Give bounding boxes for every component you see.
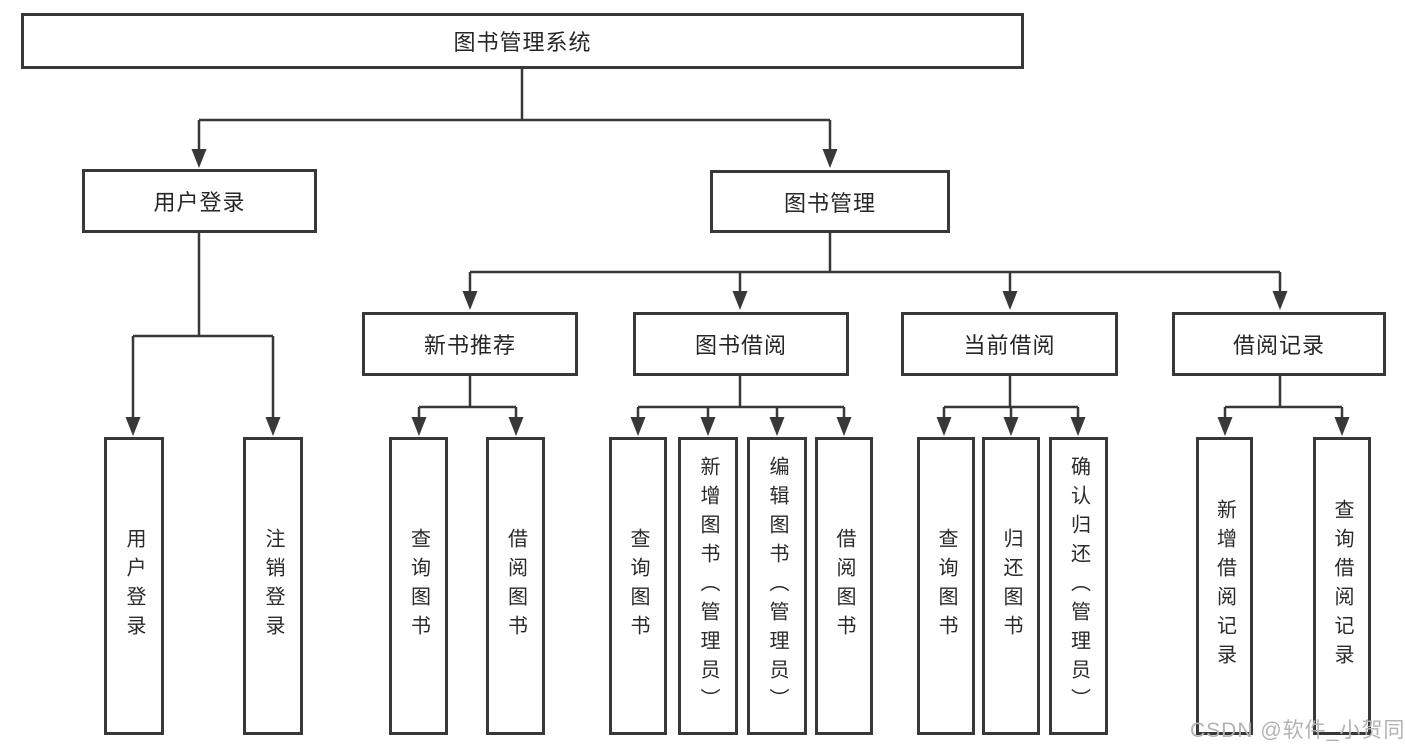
node-box-borrow-records: 借阅记录 [1172,312,1386,376]
node-label-borrow-records: 借阅记录 [1232,333,1325,358]
node-label-book-management: 图书管理 [783,190,876,216]
node-label-book-borrow: 图书借阅 [694,333,787,358]
node-box-current-borrow: 当前借阅 [901,312,1118,376]
leaf-box-query-books-current: 查询图书 [917,437,975,735]
leaf-box-query-borrow-record: 查询借阅记录 [1313,437,1371,735]
node-box-root: 图书管理系统 [21,13,1024,69]
node-box-book-borrow: 图书借阅 [633,312,849,376]
node-box-new-book-recommend: 新书推荐 [362,312,578,376]
leaf-label-add-borrow-record: 新增借阅记录 [1213,499,1236,673]
leaf-label-return-book: 归还图书 [1000,528,1022,644]
leaf-box-add-book-admin: 新增图书（管理员） [678,437,738,735]
leaf-box-return-book: 归还图书 [982,437,1040,735]
leaf-box-edit-book-admin: 编辑图书（管理员） [747,437,807,735]
node-label-current-borrow: 当前借阅 [963,333,1056,358]
leaf-label-user-login: 用户登录 [123,528,145,644]
node-label-new-book-recommend: 新书推荐 [423,333,516,358]
leaf-label-query-books-borrow: 查询图书 [627,528,649,644]
leaf-label-borrow-books-recommend: 借阅图书 [504,528,527,644]
leaf-box-user-login: 用户登录 [104,437,164,735]
leaf-label-confirm-return-admin: 确认归还（管理员） [1067,455,1090,717]
node-box-book-management: 图书管理 [710,170,950,233]
leaf-label-logout: 注销登录 [262,528,284,644]
leaf-box-confirm-return-admin: 确认归还（管理员） [1049,437,1108,735]
node-label-user-login: 用户登录 [153,190,246,215]
leaf-box-add-borrow-record: 新增借阅记录 [1196,437,1253,735]
leaf-box-borrow-books-recommend: 借阅图书 [486,437,545,735]
leaf-label-borrow-books-2: 借阅图书 [833,528,855,644]
leaf-label-query-books-recommend: 查询图书 [407,528,430,644]
leaf-label-edit-book-admin: 编辑图书（管理员） [766,455,788,717]
leaf-label-query-books-current: 查询图书 [935,528,957,644]
node-label-root: 图书管理系统 [453,30,592,55]
leaf-box-query-books-recommend: 查询图书 [389,437,448,735]
arrowhead-icons [125,149,1350,436]
csdn-watermark: CSDN @软件_小贺同学 [1190,719,1405,742]
leaf-box-logout: 注销登录 [243,437,303,735]
leaf-label-query-borrow-record: 查询借阅记录 [1331,499,1353,673]
leaf-box-query-books-borrow: 查询图书 [609,437,667,735]
leaf-box-borrow-books-2: 借阅图书 [815,437,873,735]
node-box-user-login: 用户登录 [82,169,317,233]
leaf-label-add-book-admin: 新增图书（管理员） [697,455,719,717]
